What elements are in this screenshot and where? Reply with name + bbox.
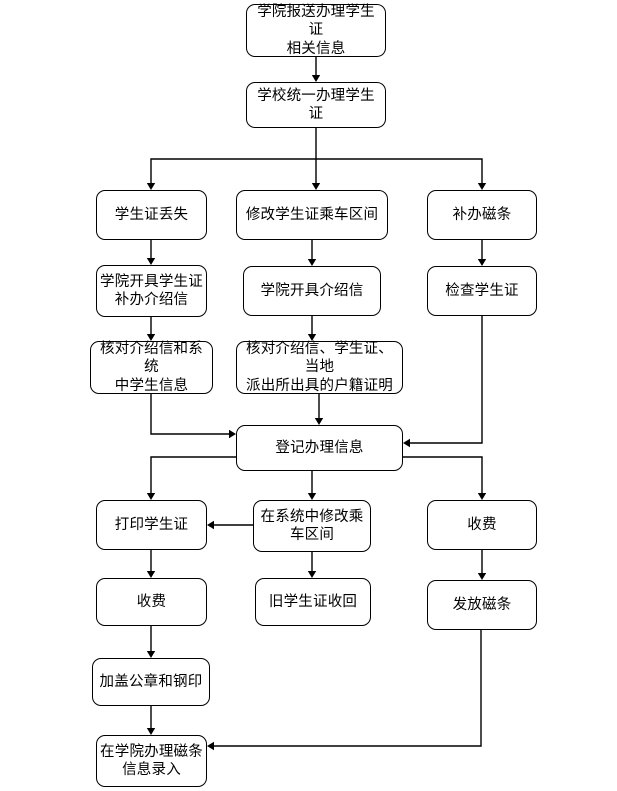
connector-n6-to-n9 bbox=[146, 317, 156, 341]
arrowhead bbox=[146, 728, 156, 735]
flowchart-node-n9[interactable]: 核对介绍信和系统 中学生信息 bbox=[90, 341, 213, 394]
connector-n2-to-n5 bbox=[316, 158, 487, 190]
flowchart-node-n3[interactable]: 学生证丢失 bbox=[96, 190, 207, 240]
connector-n2-to-n3 bbox=[146, 158, 316, 190]
arrowhead bbox=[307, 334, 317, 341]
flowchart-node-n1[interactable]: 学院报送办理学生证 相关信息 bbox=[246, 4, 386, 57]
flowchart-node-n2[interactable]: 学校统一办理学生证 bbox=[246, 82, 386, 128]
arrowhead bbox=[229, 429, 236, 439]
flowchart-node-n6[interactable]: 学院开具学生证 补办介绍信 bbox=[96, 265, 207, 317]
flowchart-node-n7[interactable]: 学院开具介绍信 bbox=[243, 266, 381, 316]
arrowhead bbox=[311, 75, 321, 82]
connector-n4-to-n7 bbox=[307, 240, 317, 266]
flowchart-node-n16[interactable]: 旧学生证收回 bbox=[255, 578, 371, 626]
connector-n3-to-n6 bbox=[146, 240, 156, 265]
connector-n7-to-n10 bbox=[307, 316, 317, 341]
flowchart-node-n18[interactable]: 加盖公章和钢印 bbox=[92, 658, 210, 706]
arrowhead bbox=[477, 183, 487, 190]
flowchart-node-n10[interactable]: 核对介绍信、学生证、当地 派出所出具的户籍证明 bbox=[236, 341, 403, 394]
arrowhead bbox=[311, 183, 321, 190]
flowchart-node-n8[interactable]: 检查学生证 bbox=[427, 266, 537, 316]
arrowhead bbox=[477, 573, 487, 580]
connector-n13-to-n12 bbox=[207, 520, 253, 530]
connector-n2-to-n4 bbox=[311, 128, 321, 190]
arrowhead bbox=[146, 258, 156, 265]
arrowhead bbox=[146, 183, 156, 190]
arrowhead bbox=[146, 651, 156, 658]
connector-n11-to-n13 bbox=[307, 471, 317, 500]
arrowhead bbox=[207, 520, 214, 530]
flowchart-node-n13[interactable]: 在系统中修改乘 车区间 bbox=[253, 500, 371, 552]
flowchart-node-n17[interactable]: 发放磁条 bbox=[427, 580, 537, 630]
connector-n13-to-n16 bbox=[307, 552, 317, 578]
arrowhead bbox=[146, 334, 156, 341]
flowchart-node-n12[interactable]: 打印学生证 bbox=[96, 500, 207, 550]
connector-n18-to-n19 bbox=[146, 706, 156, 735]
arrowhead bbox=[146, 493, 156, 500]
connector-n12-to-n15 bbox=[146, 550, 156, 578]
arrowhead bbox=[307, 571, 317, 578]
connector-n10-to-n11 bbox=[314, 394, 324, 425]
arrowhead bbox=[403, 438, 410, 448]
connector-n8-to-n11 bbox=[403, 316, 483, 448]
connector-n17-to-n19 bbox=[207, 630, 482, 751]
flowchart-node-n19[interactable]: 在学院办理磁条 信息录入 bbox=[96, 735, 207, 787]
connector-n15-to-n18 bbox=[146, 626, 156, 658]
connector-n9-to-n11 bbox=[150, 394, 236, 439]
flowchart-node-n11[interactable]: 登记办理信息 bbox=[236, 425, 403, 471]
flowchart-node-n14[interactable]: 收费 bbox=[427, 500, 537, 550]
arrowhead bbox=[146, 571, 156, 578]
flowchart-node-n5[interactable]: 补办磁条 bbox=[427, 190, 537, 240]
connector-n11-to-n14 bbox=[403, 456, 487, 500]
arrowhead bbox=[307, 493, 317, 500]
arrowhead bbox=[477, 493, 487, 500]
arrowhead bbox=[207, 741, 214, 751]
arrowhead bbox=[477, 259, 487, 266]
flowchart-node-n15[interactable]: 收费 bbox=[96, 578, 207, 626]
connector-n5-to-n8 bbox=[477, 240, 487, 266]
flowchart-node-n4[interactable]: 修改学生证乘车区间 bbox=[236, 190, 388, 240]
connector-n11-to-n12 bbox=[146, 456, 236, 500]
arrowhead bbox=[307, 259, 317, 266]
arrowhead bbox=[314, 418, 324, 425]
connector-n14-to-n17 bbox=[477, 550, 487, 580]
connector-n1-to-n2 bbox=[311, 57, 321, 82]
